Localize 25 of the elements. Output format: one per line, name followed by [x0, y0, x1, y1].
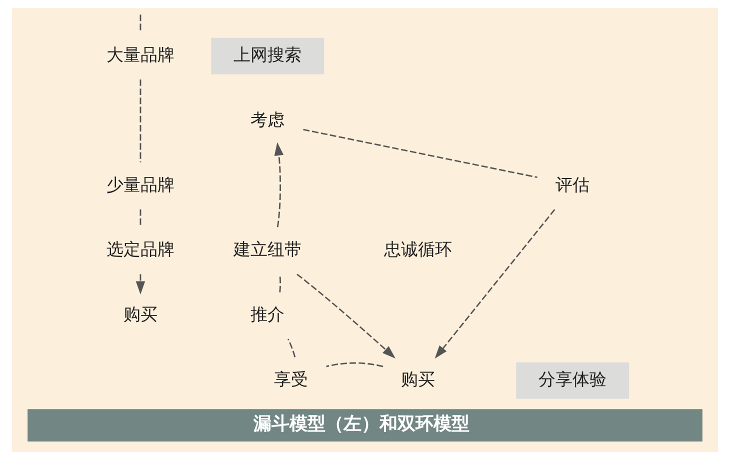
connector: [140, 80, 142, 162]
node-text: 选定品牌: [106, 239, 174, 260]
node-text: 少量品牌: [106, 174, 174, 194]
connector: [140, 14, 142, 32]
connector: [287, 338, 296, 358]
caption: 漏斗模型（左）和双环模型: [253, 413, 470, 434]
node-text: 评估: [556, 174, 590, 194]
arrow: [274, 142, 284, 228]
node-text: 购买: [123, 304, 158, 324]
node-text: 购买: [401, 368, 436, 389]
arrow: [434, 209, 556, 359]
node-box: 上网搜索: [211, 38, 324, 74]
connector: [303, 128, 538, 178]
node-text: 推介: [250, 304, 285, 324]
connector: [140, 209, 142, 228]
arrow: [296, 274, 396, 358]
connector: [326, 362, 384, 368]
connector: [279, 274, 282, 292]
node-text: 享受: [274, 368, 308, 389]
node-box: 分享体验: [516, 362, 630, 399]
arrow: [136, 274, 146, 294]
label: 忠诚循环: [384, 239, 452, 260]
node-text: 考虑: [250, 109, 285, 130]
node-text: 大量品牌: [106, 44, 174, 65]
node-text: 建立纽带: [234, 239, 302, 260]
